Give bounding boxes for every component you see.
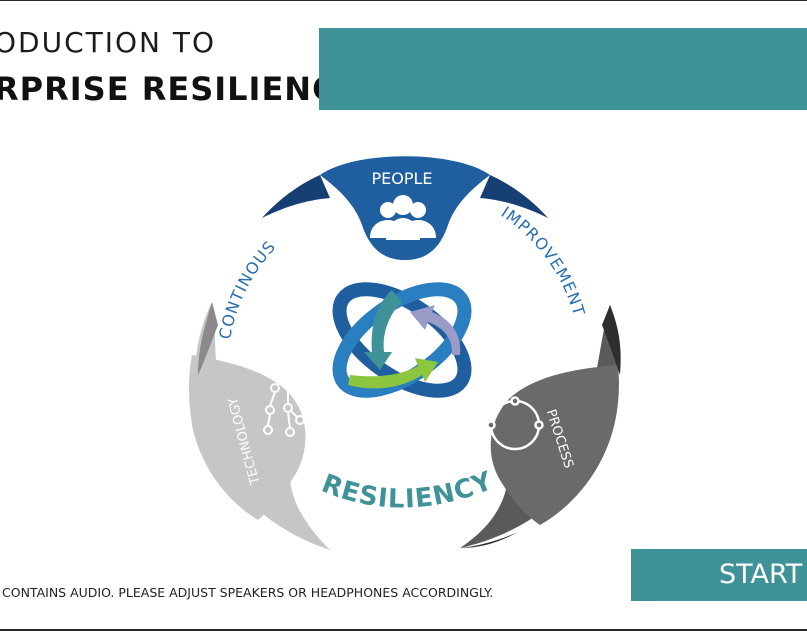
resiliency-diagram: CONTINOUS IMPROVEMENT RESILIENCY PEOPLE … xyxy=(170,130,640,560)
resiliency-diagram-svg: CONTINOUS IMPROVEMENT RESILIENCY PEOPLE … xyxy=(189,156,621,550)
top-rule xyxy=(0,0,807,1)
interlocking-arrows-icon xyxy=(332,282,472,398)
cycle-arrows-icon xyxy=(486,396,544,451)
audio-notice: CONTAINS AUDIO. PLEASE ADJUST SPEAKERS O… xyxy=(2,585,494,600)
arc-label-continous: CONTINOUS xyxy=(215,237,279,341)
process-segment xyxy=(460,305,621,548)
start-button[interactable]: START xyxy=(631,549,807,601)
people-group-icon xyxy=(370,195,436,240)
circuit-nodes-icon xyxy=(263,380,317,437)
title-line-1: ODUCTION TO xyxy=(0,26,217,59)
title-line-2: RPRISE RESILIENCY xyxy=(0,70,361,108)
segment-label-people: PEOPLE xyxy=(371,169,432,188)
bottom-rule xyxy=(0,629,807,631)
arc-label-improvement: IMPROVEMENT xyxy=(498,202,589,318)
center-label-resiliency: RESILIENCY xyxy=(317,466,497,515)
technology-segment xyxy=(189,302,330,550)
title-banner xyxy=(319,28,807,110)
